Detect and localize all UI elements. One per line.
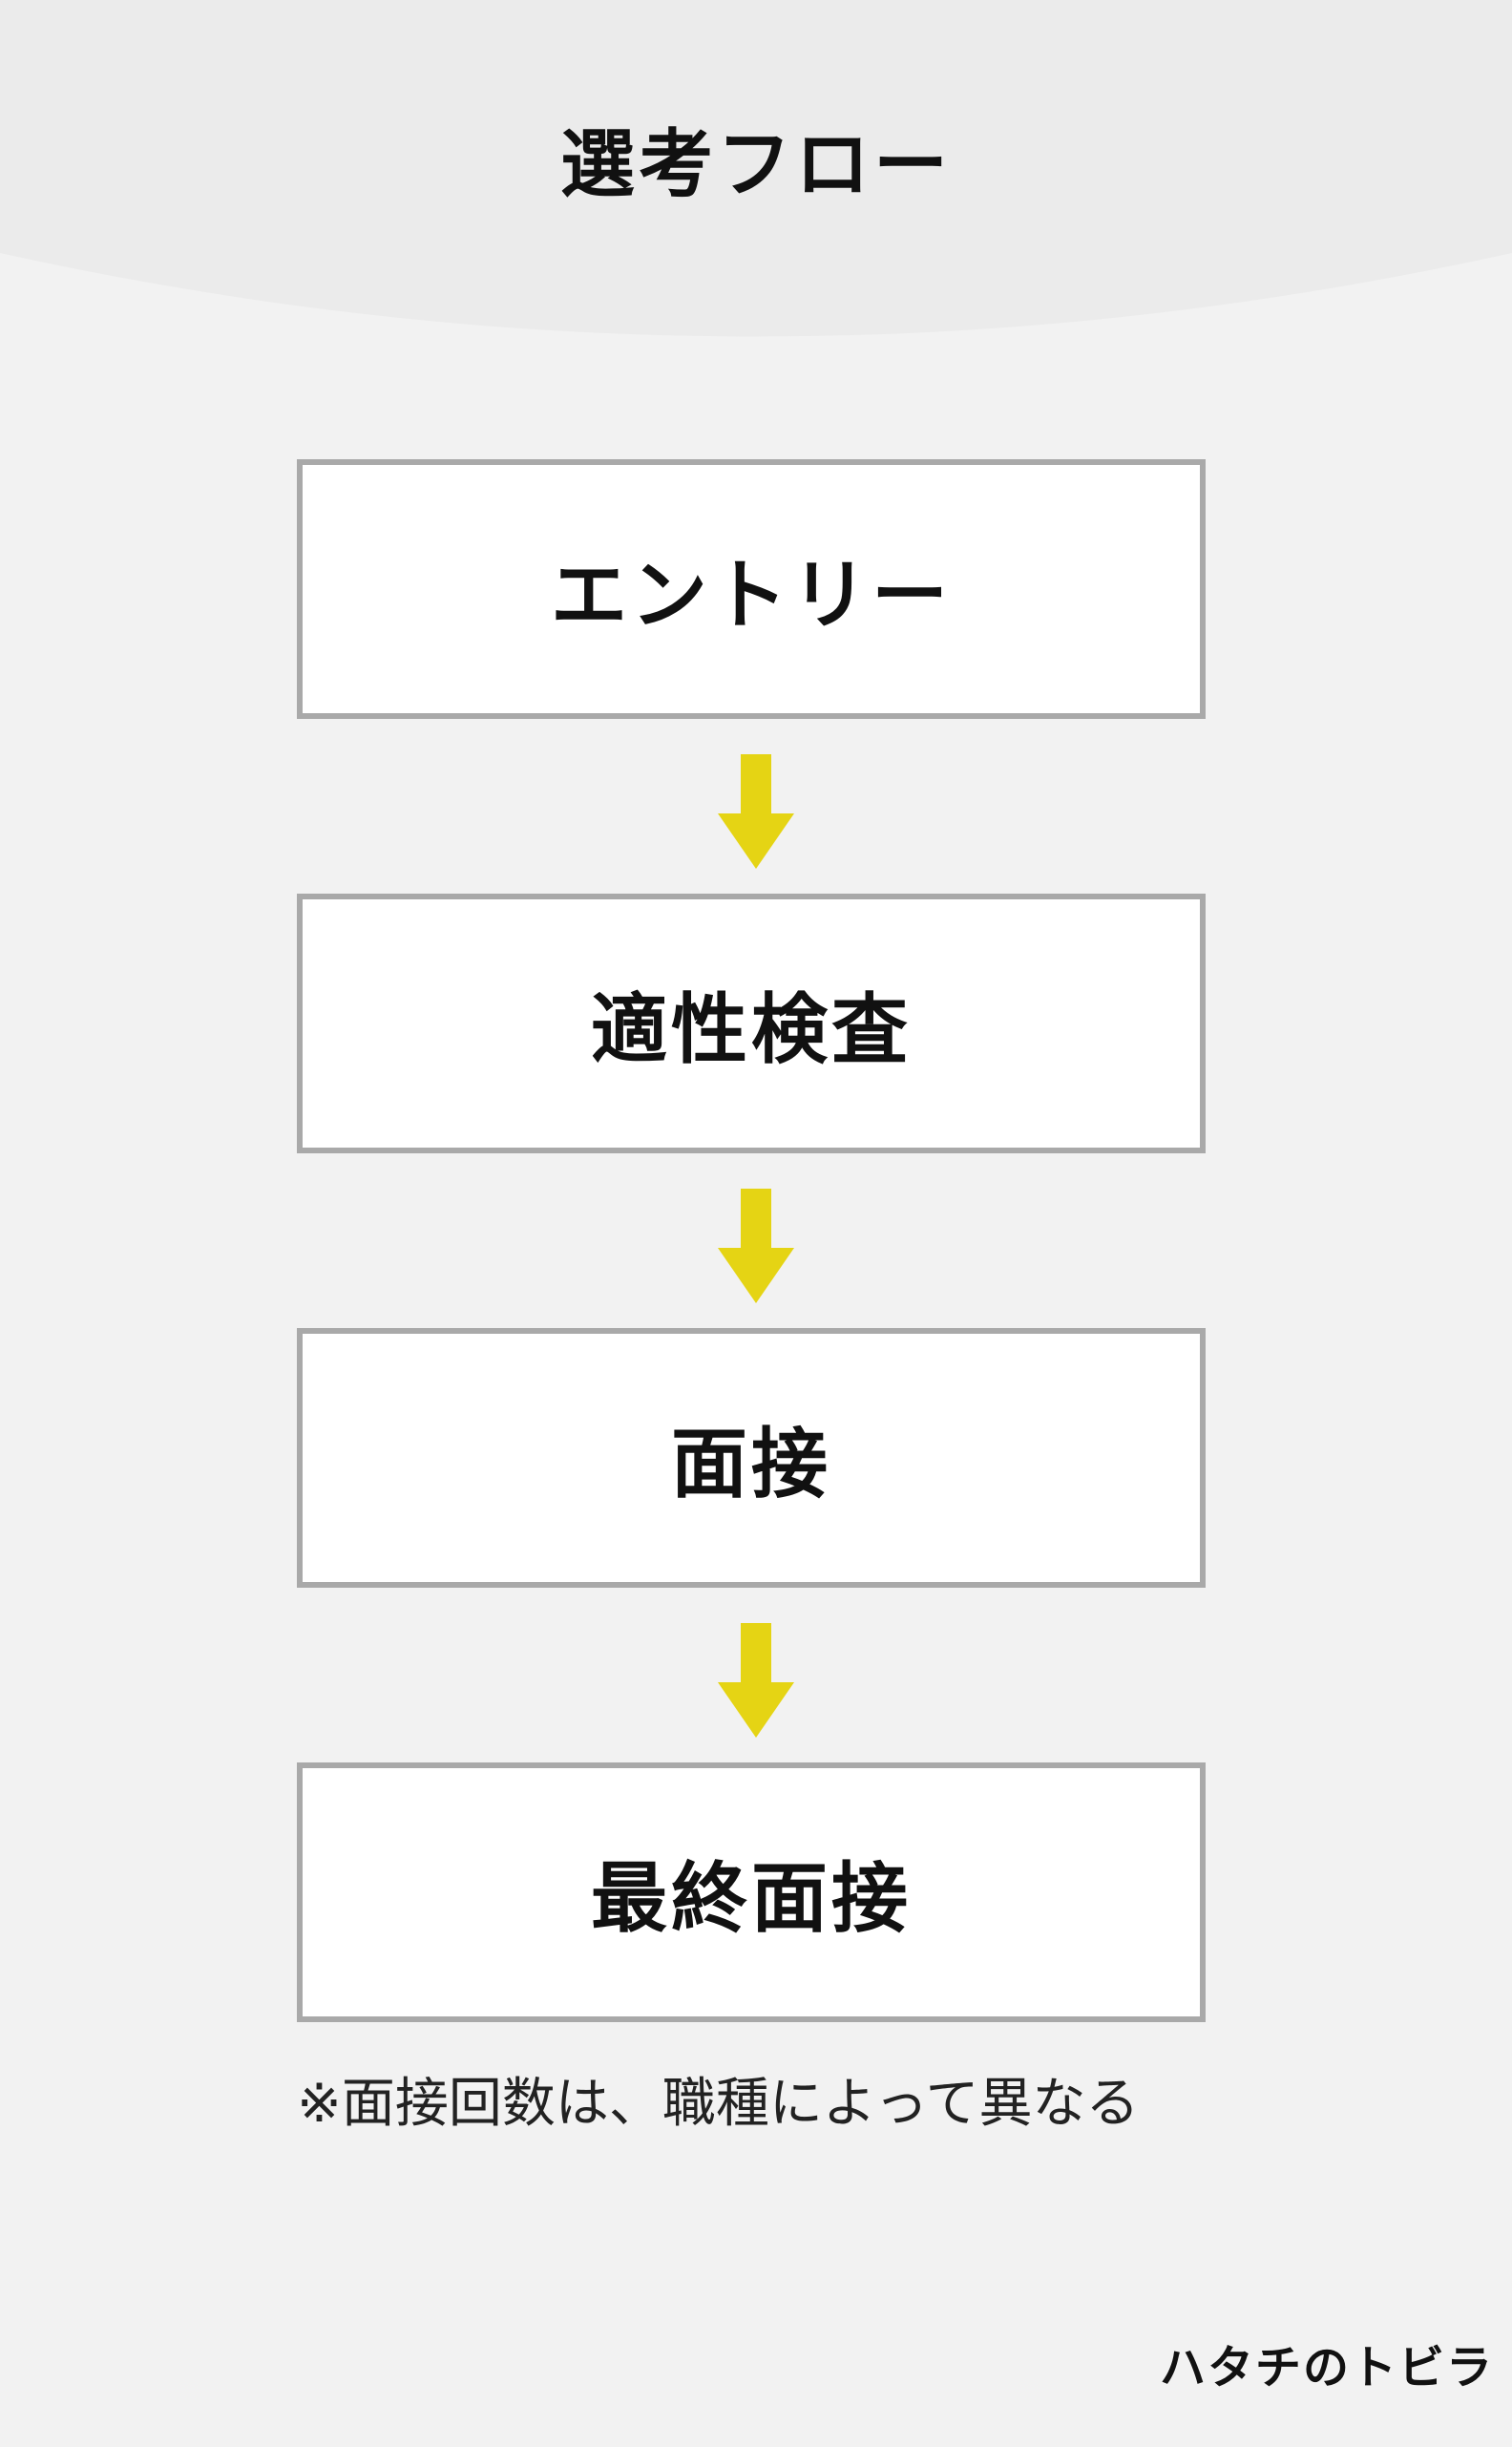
brand-logo: ハタチのトビラ — [1160, 2341, 1495, 2394]
header-band — [0, 0, 1512, 337]
arrow-down-icon — [718, 1189, 794, 1303]
footnote: ※面接回数は、職種によって異なる — [297, 2073, 1140, 2135]
step-entry-box: エントリー — [297, 459, 1206, 719]
step-final-interview-label: 最終面接 — [591, 1854, 912, 1943]
step-entry-label: エントリー — [551, 551, 952, 640]
arrow-down-icon — [718, 754, 794, 869]
step-aptitude-label: 適性検査 — [591, 985, 912, 1074]
step-final-interview-box: 最終面接 — [297, 1762, 1206, 2022]
step-interview-box: 面接 — [297, 1328, 1206, 1588]
page-title: 選考フロー — [559, 122, 952, 208]
step-aptitude-box: 適性検査 — [297, 894, 1206, 1153]
step-interview-label: 面接 — [671, 1420, 831, 1508]
arrow-down-icon — [718, 1623, 794, 1738]
